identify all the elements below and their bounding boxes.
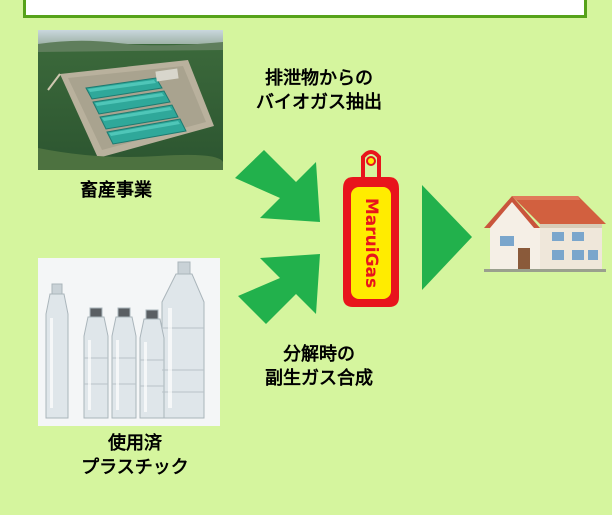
header-frame: [23, 0, 587, 18]
plastic-label-line1: 使用済: [108, 433, 162, 454]
synthesis-process-line1: 分解時の: [283, 344, 355, 365]
biogas-process-line2: バイオガス抽出: [256, 92, 382, 114]
tag-text: MaruiGas: [361, 198, 381, 288]
lower-arrow: [238, 254, 320, 324]
livestock-facility-photo: [38, 30, 223, 170]
biogas-process-line1: 排泄物からの: [265, 68, 373, 89]
house-icon: [484, 196, 606, 272]
biogas-process-label: 排泄物からの バイオガス抽出: [244, 67, 394, 116]
right-arrow: [422, 185, 472, 290]
synthesis-process-line2: 副生ガス合成: [265, 368, 373, 390]
plastic-label-line2: プラスチック: [81, 457, 189, 479]
marui-gas-tag: MaruiGas: [343, 150, 399, 307]
plastic-bottles-photo: [38, 258, 220, 426]
upper-arrow: [235, 150, 320, 222]
plastic-label: 使用済 プラスチック: [70, 432, 200, 481]
livestock-label: 畜産事業: [80, 180, 152, 201]
synthesis-process-label: 分解時の 副生ガス合成: [244, 343, 394, 392]
